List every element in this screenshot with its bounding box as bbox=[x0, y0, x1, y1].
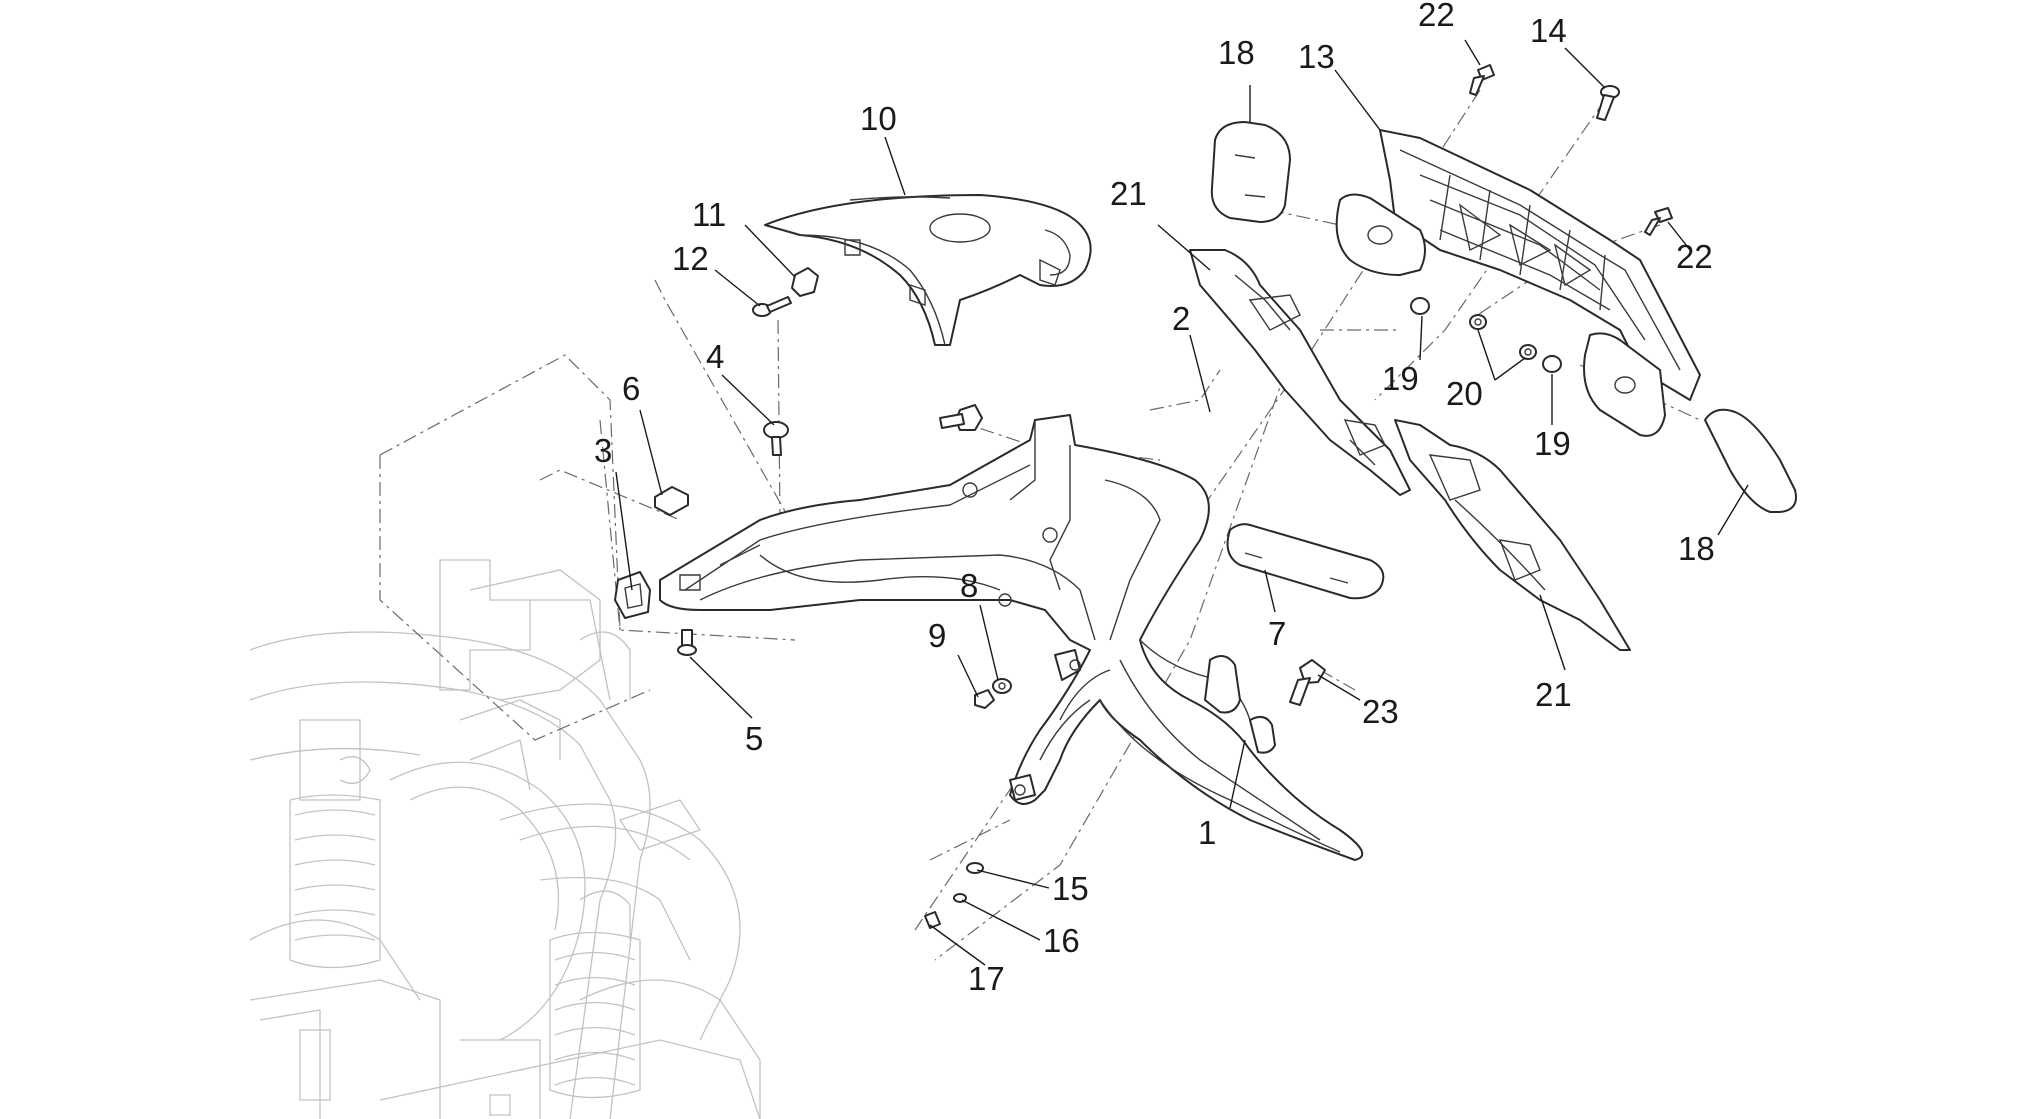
part-washer-20-right bbox=[1519, 344, 1537, 360]
label-part-9: 9 bbox=[928, 617, 946, 654]
label-part-13: 13 bbox=[1298, 38, 1335, 75]
callout-labels: 1 2 3 4 5 6 7 8 9 10 11 12 13 14 15 16 1… bbox=[594, 0, 1715, 997]
label-part-3: 3 bbox=[594, 432, 612, 469]
label-part-17: 17 bbox=[968, 960, 1005, 997]
part-washer-19-right bbox=[1542, 355, 1562, 373]
label-part-21-upper: 21 bbox=[1110, 175, 1147, 212]
part-spacer-17 bbox=[924, 911, 941, 929]
label-part-10: 10 bbox=[860, 100, 897, 137]
leader-lines bbox=[615, 39, 1749, 966]
label-part-16: 16 bbox=[1043, 922, 1080, 959]
part-screw-22-right bbox=[1644, 207, 1673, 236]
part-cap-18-upper bbox=[1210, 121, 1291, 223]
label-part-6: 6 bbox=[622, 370, 640, 407]
part-washer-19-left bbox=[1410, 297, 1430, 315]
part-upper-cover bbox=[764, 194, 1092, 346]
label-part-12: 12 bbox=[672, 240, 709, 277]
part-screw-14 bbox=[1596, 85, 1620, 121]
label-part-19-left: 19 bbox=[1382, 360, 1419, 397]
label-part-19-right: 19 bbox=[1534, 425, 1571, 462]
label-part-1: 1 bbox=[1198, 814, 1216, 851]
part-nut-9 bbox=[974, 689, 995, 709]
label-part-2: 2 bbox=[1172, 300, 1190, 337]
label-part-8: 8 bbox=[960, 567, 978, 604]
label-part-23: 23 bbox=[1362, 693, 1399, 730]
part-clip-3 bbox=[614, 571, 651, 619]
label-part-22-top: 22 bbox=[1418, 0, 1455, 33]
part-rear-fender bbox=[659, 414, 1364, 861]
part-washer-8 bbox=[992, 678, 1012, 694]
label-part-4: 4 bbox=[706, 338, 724, 375]
label-part-21-lower: 21 bbox=[1535, 676, 1572, 713]
part-clip-11 bbox=[791, 267, 819, 297]
part-screw-5 bbox=[677, 629, 697, 656]
part-reflector-7 bbox=[1226, 523, 1385, 600]
part-bolt-23 bbox=[1289, 659, 1326, 706]
label-part-22-right: 22 bbox=[1676, 238, 1713, 275]
part-washer-20-left bbox=[1469, 314, 1487, 330]
part-screw-2 bbox=[939, 404, 983, 431]
label-part-18-lower: 18 bbox=[1678, 530, 1715, 567]
label-part-14: 14 bbox=[1530, 12, 1567, 49]
part-screw-22-top bbox=[1469, 64, 1495, 96]
part-plate-holder-13 bbox=[1335, 129, 1701, 437]
label-part-18-upper: 18 bbox=[1218, 34, 1255, 71]
part-bracket-21-upper bbox=[1189, 249, 1411, 496]
ghost-vehicle-background bbox=[249, 559, 761, 1119]
part-bracket-21-lower bbox=[1394, 419, 1631, 651]
part-screw-4 bbox=[763, 421, 789, 456]
label-part-11: 11 bbox=[692, 196, 726, 233]
label-part-7: 7 bbox=[1268, 615, 1286, 652]
label-part-15: 15 bbox=[1052, 870, 1089, 907]
label-part-5: 5 bbox=[745, 720, 763, 757]
part-nut-6 bbox=[654, 486, 689, 516]
part-cap-18-lower bbox=[1704, 408, 1797, 513]
part-screw-12 bbox=[752, 296, 792, 317]
label-part-20: 20 bbox=[1446, 375, 1483, 412]
